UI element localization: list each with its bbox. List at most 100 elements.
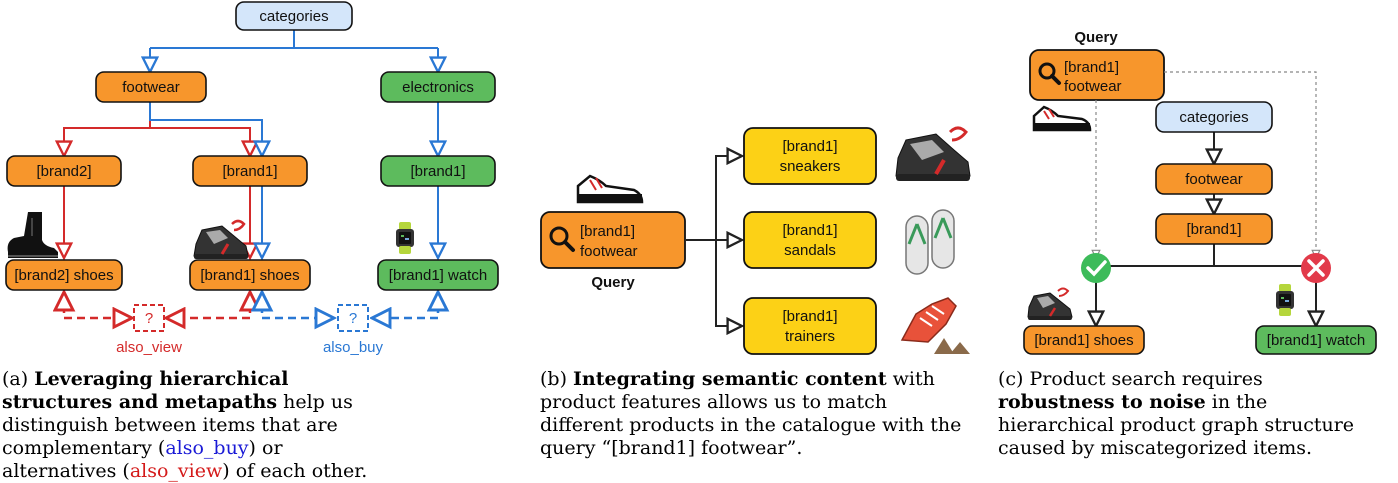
also-buy-label: also_buy	[323, 339, 384, 356]
shoe-outline-icon	[1032, 105, 1092, 132]
query-line-1: [brand1]	[1064, 59, 1119, 76]
sneaker-icon	[895, 126, 971, 181]
shoe-outline-icon	[576, 174, 644, 204]
query-label-b: Query	[591, 274, 635, 291]
node-sandals-b: [brand1] sandals	[743, 211, 877, 269]
query-node-b[interactable]: [brand1] footwear	[540, 211, 686, 269]
caption-b-bold: Integrating semantic content	[573, 368, 887, 390]
node-label: sneakers	[780, 158, 841, 175]
also-view-label: also_view	[116, 339, 182, 356]
node-label: categories	[259, 8, 328, 25]
caption-a-prefix: (a)	[2, 368, 35, 390]
node-brand1-watch-c: [brand1] watch	[1255, 325, 1377, 355]
caption-a-bold: Leveraging hierarchical structures and m…	[2, 368, 289, 413]
edge-footwear-brand2	[64, 102, 151, 156]
panel-b-edges	[686, 156, 742, 326]
caption-c-bold: robustness to noise	[998, 391, 1206, 413]
unknown-also-buy-box: ?	[337, 304, 369, 332]
edge-categories-split	[150, 30, 438, 49]
node-label: [brand1] shoes	[200, 267, 299, 284]
node-label: [brand2]	[36, 163, 91, 180]
caption-b-text: with product features allows us to match…	[540, 368, 962, 459]
node-label: [brand1] shoes	[1034, 332, 1133, 349]
edge-also-buy-left	[262, 292, 334, 318]
query-line-2: footwear	[1064, 78, 1122, 95]
running-shoe-icon	[900, 297, 970, 354]
node-footwear-c: footwear	[1155, 163, 1273, 195]
query-line-1: [brand1]	[580, 223, 635, 240]
cross-icon	[1301, 253, 1331, 283]
check-icon	[1081, 253, 1111, 283]
edge-also-view-left	[64, 292, 132, 318]
node-brand2-shoes-a: [brand2] shoes	[5, 259, 123, 291]
caption-c: (c) Product search requires robustness t…	[998, 368, 1378, 460]
edge-footwear-brand1-red	[150, 127, 250, 156]
caption-a-also-view: also_view	[129, 460, 223, 482]
boot-icon	[7, 212, 59, 258]
node-label: [brand1]	[410, 163, 465, 180]
caption-a: (a) Leveraging hierarchical structures a…	[2, 368, 374, 483]
node-categories-a: categories	[235, 1, 353, 31]
query-line-2: footwear	[580, 243, 638, 260]
unknown-mark: ?	[145, 310, 153, 327]
node-label: categories	[1179, 109, 1248, 126]
sneaker-icon	[1027, 287, 1073, 320]
caption-b: (b) Integrating semantic content with pr…	[540, 368, 972, 460]
panel-b: [brand1] footwear Query [brand1] sneaker…	[540, 126, 971, 355]
node-label: [brand1]	[782, 222, 837, 239]
search-icon	[1038, 62, 1061, 85]
panel-c-edges	[1096, 71, 1316, 326]
caption-c-text: in the hierarchical product graph struct…	[998, 391, 1355, 459]
caption-b-prefix: (b)	[540, 368, 574, 390]
node-electronics-a: electronics	[380, 71, 496, 103]
node-label: footwear	[122, 79, 180, 96]
node-brand1-elec-a: [brand1]	[380, 155, 496, 187]
node-brand1-shoes-c: [brand1] shoes	[1023, 325, 1145, 355]
node-trainers-b: [brand1] trainers	[743, 297, 877, 355]
panel-a: categories footwear electronics [brand2]…	[5, 1, 499, 356]
caption-a-text: help us distinguish between items that a…	[2, 391, 353, 459]
node-label: [brand2] shoes	[14, 267, 113, 284]
search-icon	[549, 226, 575, 252]
node-label: [brand1] watch	[1267, 332, 1365, 349]
smartwatch-icon	[1276, 284, 1294, 316]
flip-flops-icon	[905, 209, 955, 275]
caption-c-prefix: (c) Product search requires	[998, 368, 1263, 390]
edge-brand1-split	[1096, 244, 1316, 267]
node-brand1-watch-a: [brand1] watch	[377, 259, 499, 291]
node-categories-c: categories	[1155, 101, 1273, 133]
query-node-c[interactable]: [brand1] footwear	[1029, 49, 1165, 101]
edge-query-to-cross	[1164, 71, 1316, 258]
panel-c: Query [brand1] footwear categ	[1023, 29, 1377, 355]
node-label: [brand1] watch	[389, 267, 487, 284]
edge-to-trainers	[715, 240, 742, 326]
node-label: sandals	[784, 242, 836, 259]
edge-also-buy-right	[372, 292, 438, 318]
node-brand1-a: [brand1]	[192, 155, 308, 187]
node-label: [brand1]	[222, 163, 277, 180]
node-footwear-a: footwear	[95, 71, 207, 103]
sneaker-icon	[193, 219, 249, 259]
node-label: [brand1]	[782, 308, 837, 325]
edge-footwear-brand1-blue	[149, 102, 262, 156]
panel-a-edges	[64, 30, 438, 318]
node-sneakers-b: [brand1] sneakers	[743, 127, 877, 185]
query-label-c: Query	[1074, 29, 1118, 46]
smartwatch-icon	[396, 222, 414, 254]
caption-a-also-buy: also_buy	[165, 437, 249, 459]
caption-a-text: ) of each other.	[222, 460, 368, 482]
caption-a-text: ) or alternatives (	[2, 437, 283, 482]
edge-also-view-right	[166, 292, 250, 318]
node-label: [brand1]	[1186, 221, 1241, 238]
unknown-also-view-box: ?	[133, 304, 165, 332]
node-label: electronics	[402, 79, 474, 96]
node-label: [brand1]	[782, 138, 837, 155]
node-brand2-a: [brand2]	[6, 155, 122, 187]
node-brand1-shoes-a: [brand1] shoes	[189, 259, 311, 291]
unknown-mark: ?	[349, 310, 357, 327]
node-label: trainers	[785, 328, 835, 345]
edge-to-sneakers	[715, 156, 742, 240]
node-label: footwear	[1185, 171, 1243, 188]
node-brand1-c: [brand1]	[1155, 213, 1273, 245]
